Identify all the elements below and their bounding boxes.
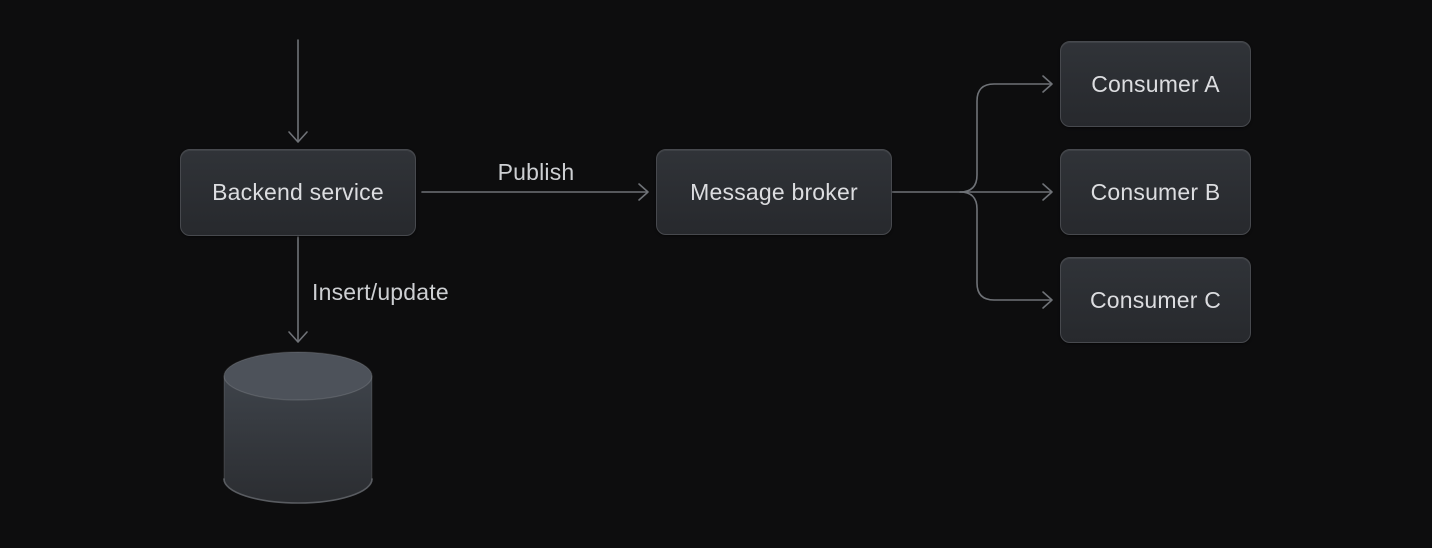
node-consumer-b: Consumer B: [1060, 149, 1251, 235]
node-backend-service-label: Backend service: [212, 179, 384, 205]
node-consumer-a: Consumer A: [1060, 41, 1251, 127]
node-backend-service: Backend service: [180, 149, 416, 236]
edge-label-insert-update: Insert/update: [312, 279, 449, 305]
edge-broker-to-consumer-b: [891, 183, 1053, 201]
database-icon: [223, 351, 373, 504]
edge-incoming-arrow: [288, 39, 308, 143]
node-consumer-c: Consumer C: [1060, 257, 1251, 343]
edge-publish-arrow: [421, 183, 649, 201]
node-message-broker-label: Message broker: [690, 178, 858, 205]
node-message-broker: Message broker: [656, 149, 892, 235]
node-consumer-b-label: Consumer B: [1090, 178, 1221, 205]
edge-label-publish: Publish: [497, 159, 575, 185]
edge-broker-to-consumer-a: [959, 75, 1053, 193]
edge-insert-update-arrow: [288, 236, 308, 343]
node-consumer-c-label: Consumer C: [1089, 286, 1222, 313]
node-consumer-a-label: Consumer A: [1091, 70, 1220, 97]
edge-broker-to-consumer-c: [959, 191, 1053, 309]
